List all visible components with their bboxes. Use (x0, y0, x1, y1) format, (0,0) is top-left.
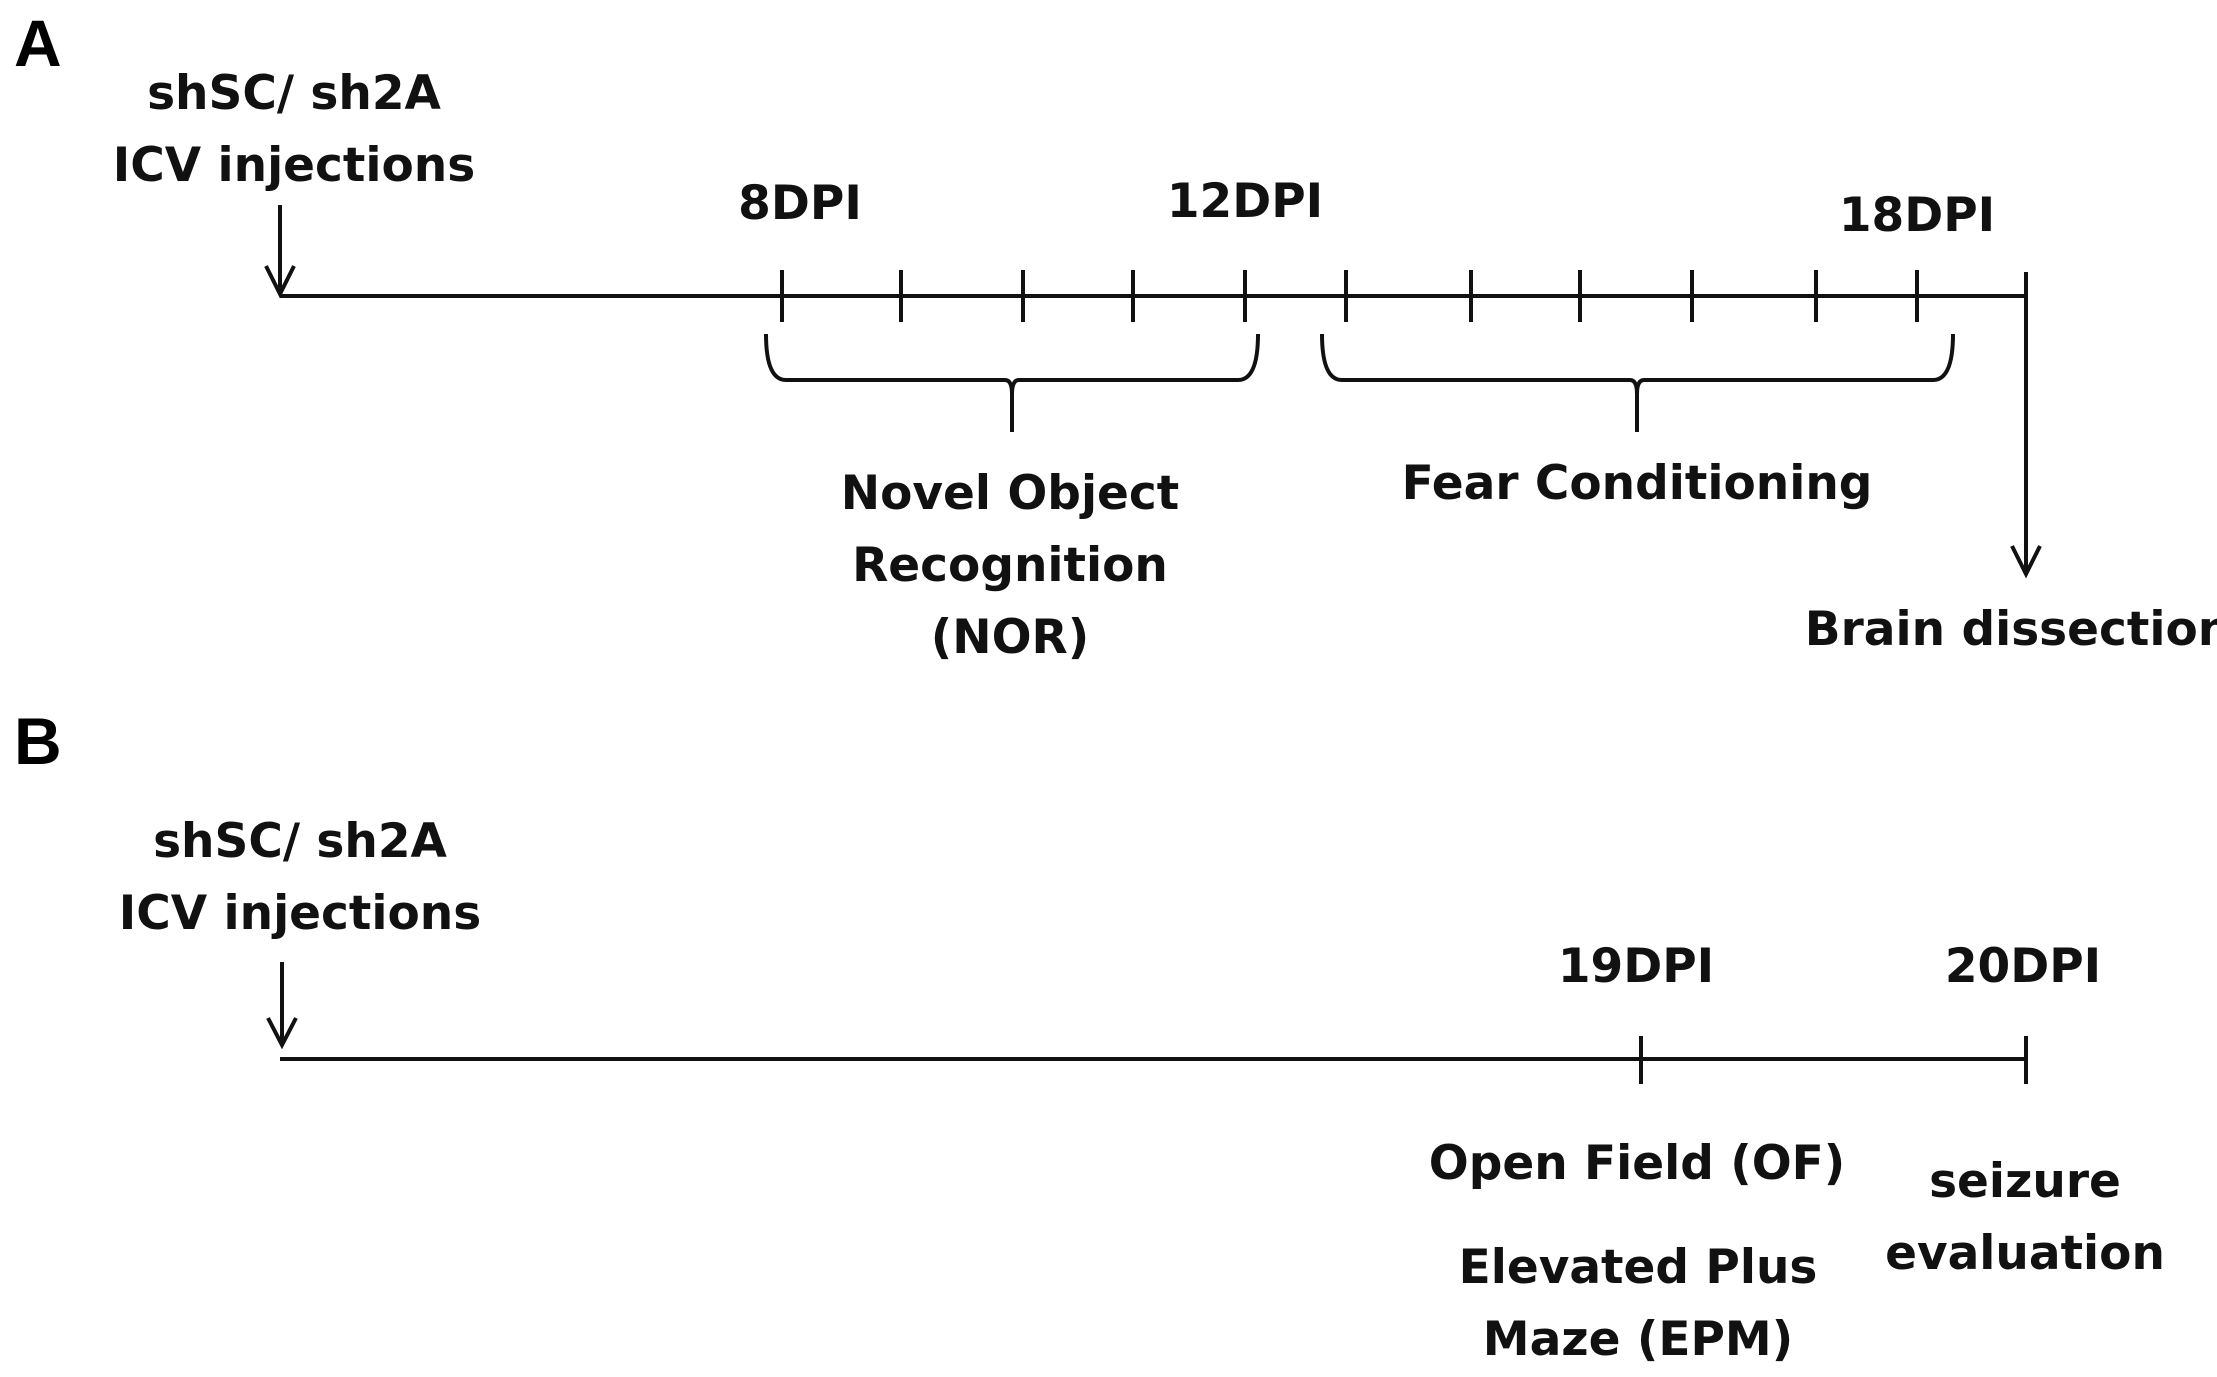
panel-a-injection-arrow-head (264, 265, 296, 299)
b-injection-line-2: ICV injections (118, 886, 482, 941)
nor-brace (764, 333, 1260, 432)
panel-a-graphics (264, 205, 2042, 579)
panel-b-graphics (266, 962, 2028, 1084)
panel-a-ticks (780, 270, 1919, 322)
epm-label: Elevated Plus Maze (EPM) (1459, 1232, 1818, 1376)
fear-conditioning-brace (1320, 333, 1955, 432)
injection-line-2: ICV injections (112, 138, 476, 193)
panel-a-injection-label: shSC/ sh2A ICV injections (113, 58, 475, 202)
panel-b-letter: B (14, 704, 62, 778)
nor-label: Novel Object Recognition (NOR) (841, 458, 1180, 674)
injection-line-1: shSC/ sh2A (147, 66, 441, 121)
panel-a-letter: A (14, 6, 62, 80)
b-injection-line-1: shSC/ sh2A (153, 814, 447, 869)
nor-line-2: Recognition (852, 538, 1168, 593)
nor-line-3: (NOR) (930, 610, 1090, 665)
day-label-8dpi: 8DPI (738, 176, 862, 231)
open-field-label: Open Field (OF) (1428, 1136, 1846, 1191)
day-label-20dpi: 20DPI (1944, 939, 2102, 994)
dissection-arrow-head (2010, 545, 2042, 579)
fear-conditioning-label: Fear Conditioning (1401, 456, 1873, 511)
epm-line-2: Maze (EPM) (1482, 1312, 1794, 1367)
nor-line-1: Novel Object (840, 466, 1180, 521)
seizure-evaluation-label: seizure evaluation (1885, 1146, 2165, 1290)
day-label-12dpi: 12DPI (1166, 174, 1324, 229)
seizure-line-2: evaluation (1885, 1226, 2165, 1281)
day-label-18dpi: 18DPI (1838, 188, 1996, 243)
seizure-line-1: seizure (1929, 1154, 2121, 1209)
panel-b-injection-label: shSC/ sh2A ICV injections (119, 806, 481, 950)
panel-b-injection-arrow-head (266, 1017, 298, 1050)
epm-line-1: Elevated Plus (1458, 1240, 1818, 1295)
day-label-19dpi: 19DPI (1557, 939, 1715, 994)
brain-dissection-label: Brain dissection (1804, 602, 2217, 657)
